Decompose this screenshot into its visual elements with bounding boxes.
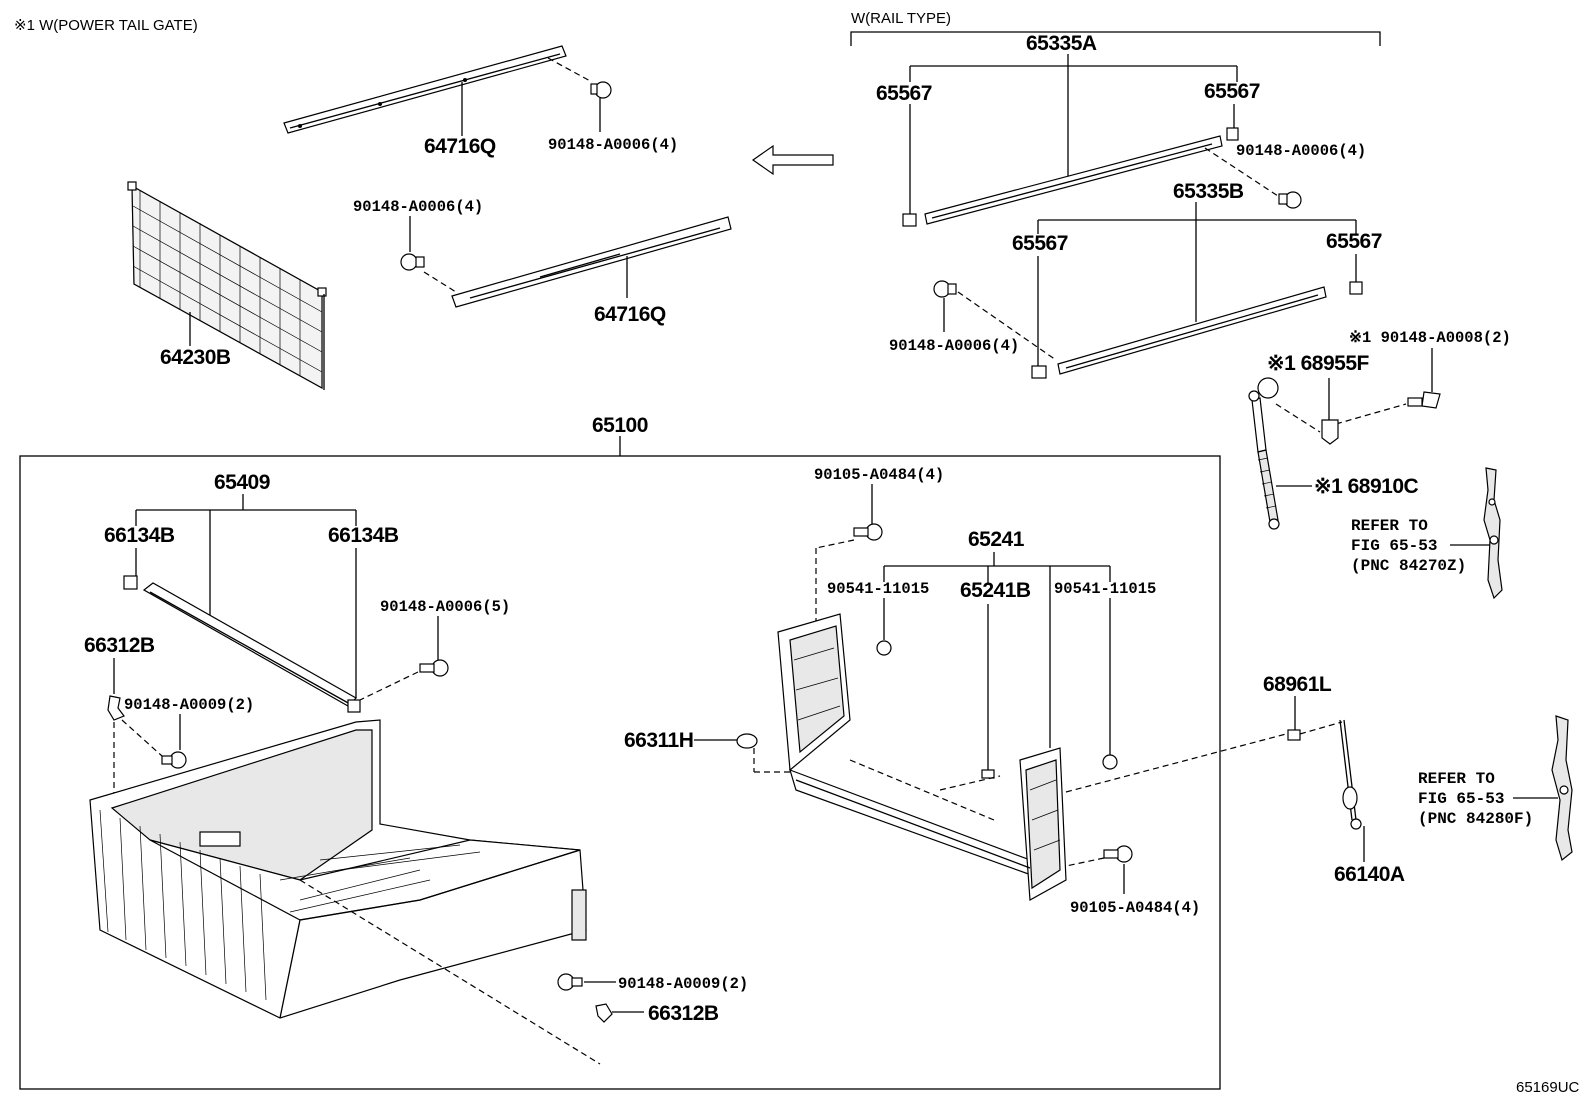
part-label-68961L: 68961L — [1263, 673, 1332, 696]
power-tail-gate-note: ※1 W(POWER TAIL GATE) — [14, 17, 198, 34]
cargo-net-64230B — [127, 181, 327, 390]
bolt-icon — [853, 523, 883, 541]
bolt-label-90541-right: 90541-11015 — [1054, 580, 1156, 598]
truck-bed-65100 — [89, 719, 587, 1019]
rail-65409 — [142, 582, 357, 707]
bolt-label-90148-A0008: ※1 90148-A0008(2) — [1349, 329, 1511, 347]
part-label-65567-a: 65567 — [876, 82, 932, 105]
clip-icon — [1349, 281, 1363, 295]
part-label-66134B-left: 66134B — [104, 524, 175, 547]
part-label-65241B: 65241B — [960, 579, 1031, 602]
bolt-label-90105-bottom: 90105-A0484(4) — [1070, 899, 1200, 917]
refer-84280F-line1: REFER TO — [1418, 770, 1495, 788]
part-label-65567-c: 65567 — [1012, 232, 1068, 255]
tailgate-65241 — [777, 613, 1067, 901]
bolt-icon — [1278, 191, 1302, 209]
clip-icon — [981, 769, 995, 779]
clip-icon — [1226, 127, 1239, 141]
part-label-66140A: 66140A — [1334, 863, 1405, 886]
part-label-68955F: ※1 68955F — [1267, 352, 1370, 375]
cable-66140A — [1339, 719, 1362, 830]
figure-code: 65169UC — [1516, 1079, 1580, 1096]
refer-84280F-line2: FIG 65-53 — [1418, 790, 1504, 808]
rail-65335A — [924, 135, 1223, 225]
bolt-label-90148-A0009-bottom: 90148-A0009(2) — [618, 975, 748, 993]
refer-84270Z-line3: (PNC 84270Z) — [1351, 557, 1466, 575]
refer-84270Z-line2: FIG 65-53 — [1351, 537, 1437, 555]
part-label-65100: 65100 — [592, 414, 648, 437]
bolt-icon — [590, 81, 612, 99]
clip-icon — [1031, 365, 1047, 379]
part-label-64716Q-bottom: 64716Q — [594, 303, 666, 326]
assembly-frame-65100 — [19, 455, 1221, 1090]
bolt-icon — [419, 659, 449, 677]
bolt-label-90148-A0006-5: 90148-A0006(5) — [380, 598, 510, 616]
bushing-icon — [1102, 754, 1118, 770]
part-label-66134B-right: 66134B — [328, 524, 399, 547]
bolt-icon — [1407, 391, 1441, 409]
part-label-66312B-top: 66312B — [84, 634, 155, 657]
hinge-bracket-84270Z — [1483, 467, 1503, 600]
bolt-label-90148-rail-top: 90148-A0006(4) — [1236, 142, 1366, 160]
rail-65335B — [1057, 286, 1327, 375]
bolt-label-90105-top: 90105-A0484(4) — [814, 466, 944, 484]
part-label-68910C: ※1 68910C — [1314, 475, 1419, 498]
part-label-64716Q-top: 64716Q — [424, 135, 496, 158]
part-label-66311H: 66311H — [624, 729, 693, 752]
part-label-65567-d: 65567 — [1326, 230, 1382, 253]
part-label-65409: 65409 — [214, 471, 270, 494]
gas-strut-68910C — [1248, 390, 1280, 530]
bushing-icon — [876, 640, 892, 656]
hinge-bracket-84280F — [1551, 715, 1573, 862]
bolt-label-90148-top: 90148-A0006(4) — [548, 136, 678, 154]
clip-icon — [347, 699, 361, 713]
part-label-65567-b: 65567 — [1204, 80, 1260, 103]
part-label-65335A: 65335A — [1026, 32, 1097, 55]
bolt-icon — [400, 253, 425, 271]
clip-icon — [1287, 729, 1301, 741]
bolt-label-90148-mid: 90148-A0006(4) — [353, 198, 483, 216]
bolt-label-90541-left: 90541-11015 — [827, 580, 929, 598]
bracket-68955F — [1321, 419, 1339, 445]
part-label-66312B-bottom: 66312B — [648, 1002, 719, 1025]
ring-icon — [1257, 377, 1279, 399]
grommet-icon — [736, 733, 758, 749]
rail-64716Q-bottom — [451, 216, 732, 308]
bolt-icon — [933, 280, 957, 298]
refer-84270Z-line1: REFER TO — [1351, 517, 1428, 535]
bolt-icon — [557, 973, 583, 991]
bolt-icon — [161, 751, 187, 769]
part-label-65335B: 65335B — [1173, 180, 1244, 203]
bolt-label-90148-A0009-top: 90148-A0009(2) — [124, 696, 254, 714]
bolt-icon — [1103, 845, 1133, 863]
clip-66312B-bottom — [595, 1003, 613, 1023]
clip-66312B-top — [107, 695, 125, 721]
clip-icon — [123, 575, 138, 590]
rail-64716Q-top — [283, 45, 567, 134]
clip-icon — [902, 213, 917, 227]
part-label-64230B: 64230B — [160, 346, 231, 369]
refer-84280F-line3: (PNC 84280F) — [1418, 810, 1533, 828]
part-label-65241: 65241 — [968, 528, 1025, 551]
rail-type-note: W(RAIL TYPE) — [851, 10, 951, 27]
bolt-label-90148-rail-bottom: 90148-A0006(4) — [889, 337, 1019, 355]
direction-arrow-icon — [751, 144, 834, 176]
